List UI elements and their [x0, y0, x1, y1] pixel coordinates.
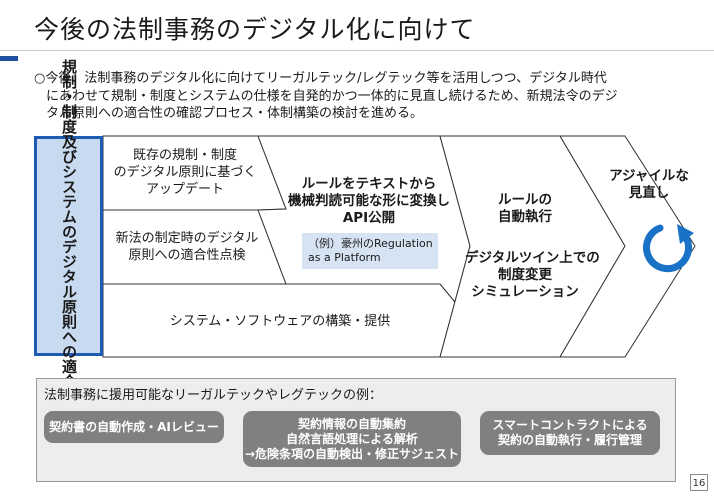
exec-line: ルールの: [498, 192, 552, 208]
row1-line: アップデート: [145, 182, 224, 197]
center-text: ルールをテキストから 機械判読可能な形に変換し API公開: [283, 176, 455, 227]
intro-line: ○今後、法制事務のデジタル化に向けてリーガルテック/レグテック等を活用しつつ、デ…: [34, 71, 607, 86]
example-line: （例）豪州のRegulation: [308, 237, 433, 250]
row1-text: 既存の規制・制度 のデジタル原則に基づく アップデート: [110, 147, 260, 198]
pill-line: スマートコントラクトによる: [492, 418, 648, 432]
left-label-text: 規制・制度及びシステムのデジタル原則への適合性点検: [60, 58, 78, 434]
agile-text: アジャイルな 見直し: [606, 168, 692, 202]
refresh-cycle-icon: [643, 224, 694, 273]
center-line: ルールをテキストから: [301, 176, 437, 192]
twin-text: デジタルツイン上での 制度変更 シミュレーション: [465, 250, 600, 301]
row2-line: 新法の制定時のデジタル: [115, 231, 259, 246]
pill-line: 契約の自動執行・履行管理: [497, 433, 642, 447]
row3-text: システム・ソフトウェアの構築・提供: [169, 314, 391, 329]
pill-line: →危険条項の自動検出・修正サジェスト: [244, 446, 460, 461]
page-number: 16: [690, 474, 708, 491]
center-line: 機械判読可能な形に変換し: [288, 193, 450, 209]
example-pill-smart-contract: スマートコントラクトによる 契約の自動執行・履行管理: [480, 411, 660, 455]
left-label-box: [34, 136, 103, 356]
example-pill-nlp: 契約情報の自動集約 自然言語処理による解析 →危険条項の自動検出・修正サジェスト: [243, 411, 461, 467]
example-text: （例）豪州のRegulation as a Platform: [308, 237, 433, 265]
examples-title: 法制事務に援用可能なリーガルテックやレグテックの例：: [44, 388, 383, 403]
agile-line: 見直し: [628, 185, 670, 201]
exec-text: ルールの 自動執行: [495, 192, 555, 226]
example-pill-contract-ai: 契約書の自動作成・AIレビュー: [44, 411, 224, 443]
exec-line: 自動執行: [498, 209, 552, 225]
twin-line: 制度変更: [498, 267, 552, 283]
intro-text: ○今後、法制事務のデジタル化に向けてリーガルテック/レグテック等を活用しつつ、デ…: [34, 70, 704, 123]
row2-line: 原則への適合性点検: [128, 248, 246, 263]
intro-line: タル原則への適合性の確認プロセス・体制構築の検討を進める。: [46, 106, 424, 121]
pill-line: 契約情報の自動集約: [297, 416, 406, 431]
center-line: API公開: [342, 210, 396, 226]
twin-line: デジタルツイン上での: [465, 250, 600, 266]
twin-line: シミュレーション: [471, 284, 579, 300]
pill-line: 自然言語処理による解析: [286, 431, 418, 446]
page-title: 今後の法制事務のデジタル化に向けて: [34, 15, 476, 44]
row1-line: 既存の規制・制度: [132, 148, 237, 163]
example-line: as a Platform: [308, 251, 381, 264]
intro-line: にあわせて規制・制度とシステムの仕様を自発的かつ一体的に見直し続けるため、新規法…: [46, 88, 618, 104]
row2-text: 新法の制定時のデジタル 原則への適合性点検: [108, 230, 266, 264]
agile-line: アジャイルな: [609, 168, 689, 184]
example-box: [302, 233, 438, 269]
agile-chevron: [559, 135, 696, 358]
title-accent-bar: [0, 56, 18, 61]
row1-line: のデジタル原則に基づく: [113, 165, 257, 180]
title-divider: [0, 50, 714, 51]
pill-line: 契約書の自動作成・AIレビュー: [49, 419, 219, 434]
